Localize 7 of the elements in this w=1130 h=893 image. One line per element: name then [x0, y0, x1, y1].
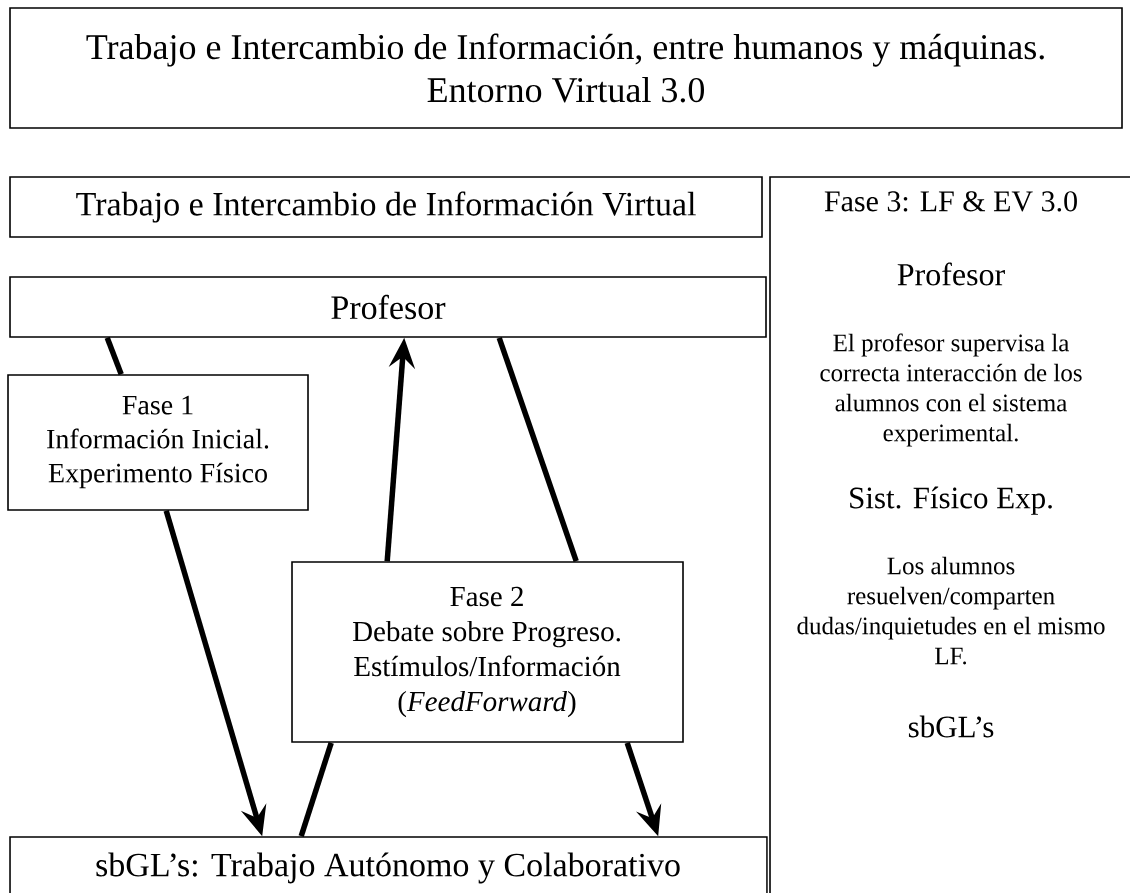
actor-box: Profesor	[9, 276, 767, 338]
actor-box: sbGL’s: Trabajo Autónomo y Colaborativo	[9, 836, 768, 893]
phase-box: Fase 1 Información Inicial. Experimento Físico	[7, 374, 309, 511]
side-panel: Fase 3: LF & EV 3.0 Profesor El profesor supervisa la correcta interacción de los alumnos con el sistema experimental. Sist. Físico Exp. Los alumnos resuelven/comparten dudas/inquietudes en el mismo LF. sbGL’s	[769, 176, 1130, 893]
phase-box: Fase 2 Debate sobre Progreso. Estímulos/Información (FeedForward)	[291, 561, 684, 743]
title-box: Trabajo e Intercambio de Información, entre humanos y máquinas. Entorno Virtual 3.0	[9, 7, 1123, 129]
heading-box: Trabajo e Intercambio de Información Virtual	[9, 176, 763, 238]
